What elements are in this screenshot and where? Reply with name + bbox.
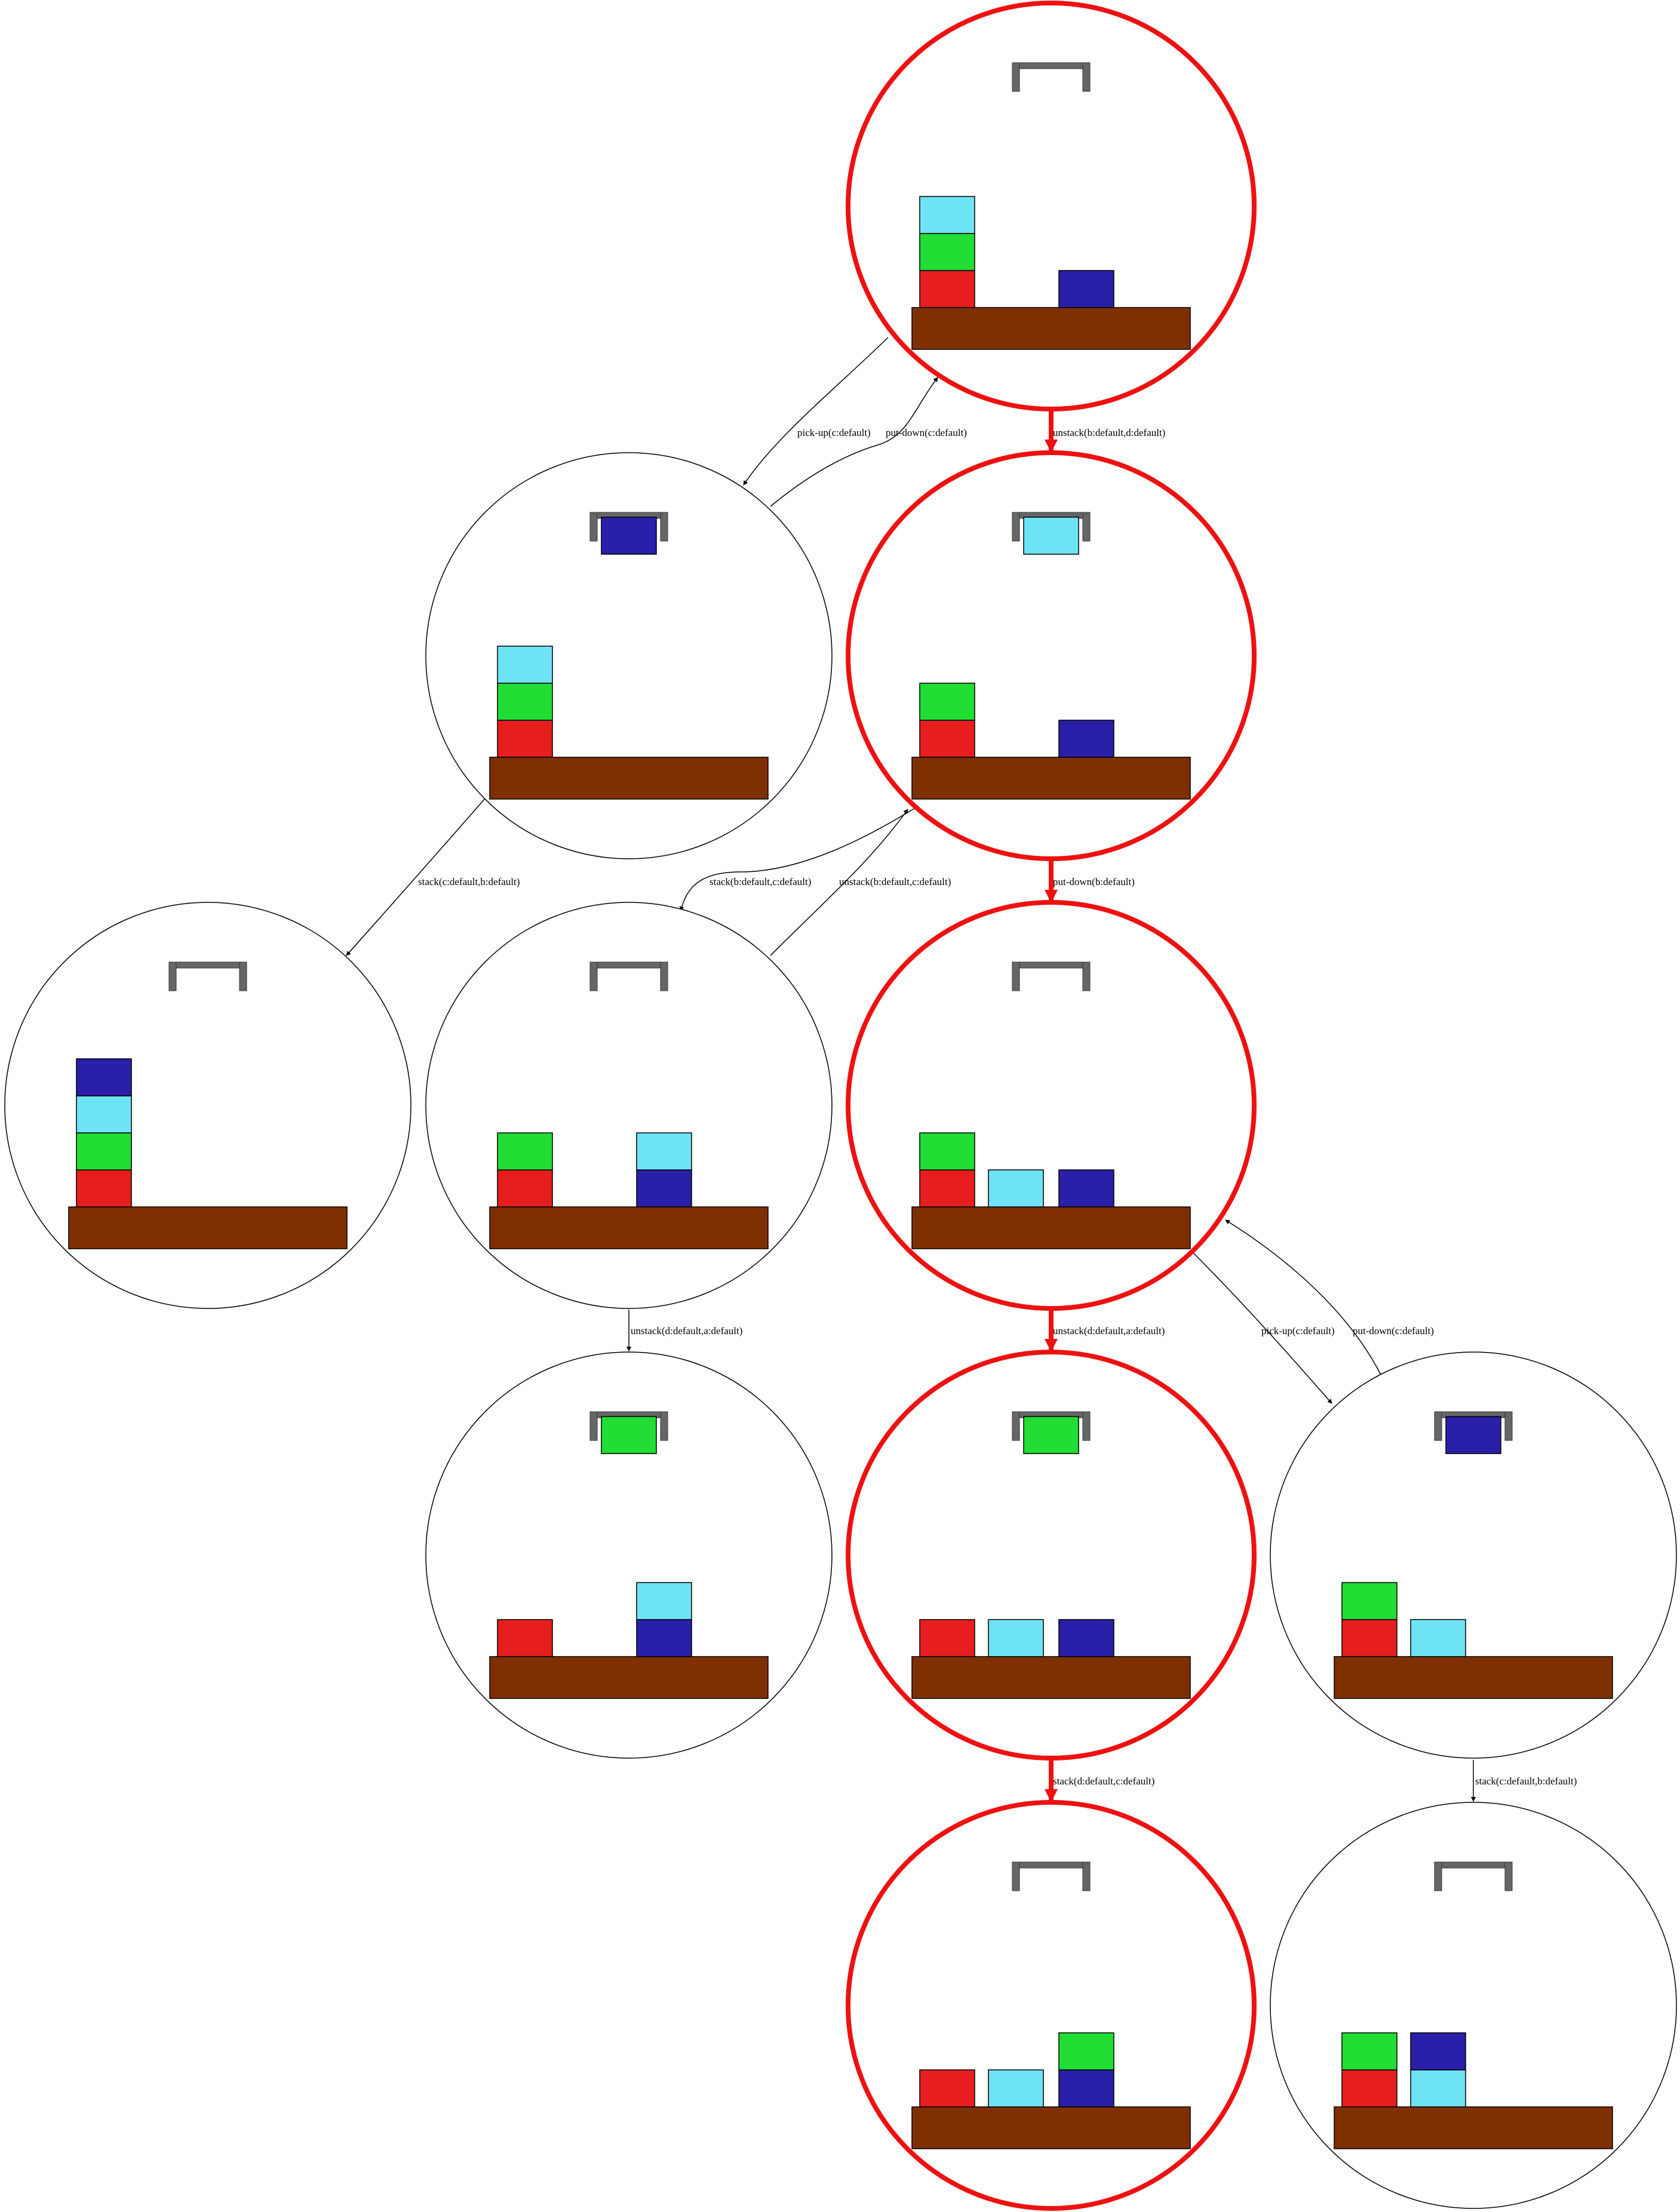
gripper-icon <box>1012 62 1091 92</box>
block-navy <box>1058 270 1114 308</box>
block-green <box>497 1132 553 1170</box>
block-cyan <box>988 1619 1044 1657</box>
table <box>489 1656 769 1699</box>
block-cyan <box>76 1095 132 1133</box>
table <box>1334 2106 1613 2149</box>
block-green <box>919 1132 975 1170</box>
edge-label: put-down(c:default) <box>886 427 967 438</box>
block-green <box>919 683 975 721</box>
gripper-icon <box>1012 1861 1091 1891</box>
block-green <box>497 683 553 721</box>
block-green <box>1341 2032 1398 2070</box>
state-node-s5 <box>846 900 1257 1311</box>
edge-e-s4-s2 <box>770 809 908 956</box>
edge-label: unstack(d:default,a:default) <box>631 1325 742 1337</box>
state-node-s9 <box>846 1800 1257 2211</box>
table <box>489 757 769 800</box>
edge-label: unstack(b:default,c:default) <box>839 876 951 887</box>
table <box>911 757 1191 800</box>
held-block-green <box>601 1416 657 1454</box>
block-navy <box>636 1619 692 1657</box>
block-red <box>497 1169 553 1208</box>
block-navy <box>1410 2032 1466 2070</box>
block-cyan <box>636 1582 692 1620</box>
held-block-green <box>1023 1416 1079 1454</box>
edge-e-s1-s0 <box>770 377 938 507</box>
block-cyan <box>988 2069 1044 2107</box>
block-red <box>919 720 975 758</box>
state-node-s2 <box>846 450 1257 861</box>
edge-e-s2-s4 <box>679 803 923 911</box>
table <box>911 2106 1191 2149</box>
state-node-s10 <box>1270 1802 1677 2209</box>
block-navy <box>76 1058 132 1096</box>
gripper-icon <box>589 1411 668 1441</box>
table <box>911 1206 1191 1249</box>
block-red <box>76 1169 132 1208</box>
block-red <box>919 1169 975 1208</box>
edge-label: stack(d:default,c:default) <box>1053 1775 1154 1787</box>
gripper-icon <box>168 961 247 991</box>
block-cyan <box>497 646 553 684</box>
state-node-s4 <box>425 902 833 1309</box>
block-green <box>919 233 975 271</box>
block-green <box>1058 2032 1114 2070</box>
edge-label: unstack(b:default,d:default) <box>1053 427 1165 438</box>
label-layer: pick-up(c:default) put-down(c:default) uns… <box>418 427 1577 1787</box>
node-layer <box>4 1 1677 2211</box>
edge-label: pick-up(c:default) <box>797 427 871 438</box>
state-node-s1 <box>425 452 833 859</box>
gripper-icon <box>589 512 668 542</box>
gripper-icon <box>1012 1411 1091 1441</box>
held-block-navy <box>1445 1416 1501 1454</box>
block-red <box>1341 1619 1398 1657</box>
block-navy <box>1058 720 1114 758</box>
edge-label: stack(b:default,c:default) <box>710 876 811 887</box>
gripper-icon <box>589 961 668 991</box>
block-green <box>1341 1582 1398 1620</box>
edge-label: pick-up(c:default) <box>1261 1325 1335 1337</box>
block-red <box>497 1619 553 1657</box>
block-red <box>497 720 553 758</box>
edge-label: stack(c:default,b:default) <box>1475 1775 1577 1787</box>
block-red <box>1341 2069 1398 2107</box>
edge-e-s5-s8 <box>1191 1251 1332 1404</box>
block-red <box>919 2069 975 2107</box>
edge-label: stack(c:default,b:default) <box>418 876 520 887</box>
edge-label: unstack(d:default,a:default) <box>1053 1325 1165 1337</box>
state-node-s0 <box>846 1 1257 411</box>
table <box>911 307 1191 350</box>
edge-e-s0-s1 <box>743 337 889 486</box>
edge-label: put-down(b:default) <box>1053 876 1135 887</box>
edge-e-s8-s5 <box>1225 1219 1381 1375</box>
state-node-s6 <box>425 1351 833 1759</box>
state-node-s3 <box>4 902 411 1309</box>
state-node-s7 <box>846 1350 1257 1761</box>
block-cyan <box>919 196 975 234</box>
block-green <box>76 1132 132 1170</box>
block-navy <box>636 1169 692 1208</box>
block-cyan <box>1410 1619 1466 1657</box>
edge-layer <box>346 337 1476 1802</box>
gripper-icon <box>1012 961 1091 991</box>
block-navy <box>1058 2069 1114 2107</box>
block-cyan <box>988 1169 1044 1208</box>
block-navy <box>1058 1169 1114 1208</box>
table <box>911 1656 1191 1699</box>
held-block-cyan <box>1023 517 1079 555</box>
block-red <box>919 1619 975 1657</box>
held-block-navy <box>601 517 657 555</box>
table <box>68 1206 348 1249</box>
state-node-s8 <box>1270 1351 1677 1759</box>
gripper-icon <box>1434 1861 1513 1891</box>
block-cyan <box>1410 2069 1466 2107</box>
edge-e-s1-s3 <box>346 792 490 956</box>
block-red <box>919 270 975 308</box>
block-cyan <box>636 1132 692 1170</box>
table <box>489 1206 769 1249</box>
edge-label: put-down(c:default) <box>1353 1325 1434 1337</box>
block-navy <box>1058 1619 1114 1657</box>
table <box>1334 1656 1613 1699</box>
